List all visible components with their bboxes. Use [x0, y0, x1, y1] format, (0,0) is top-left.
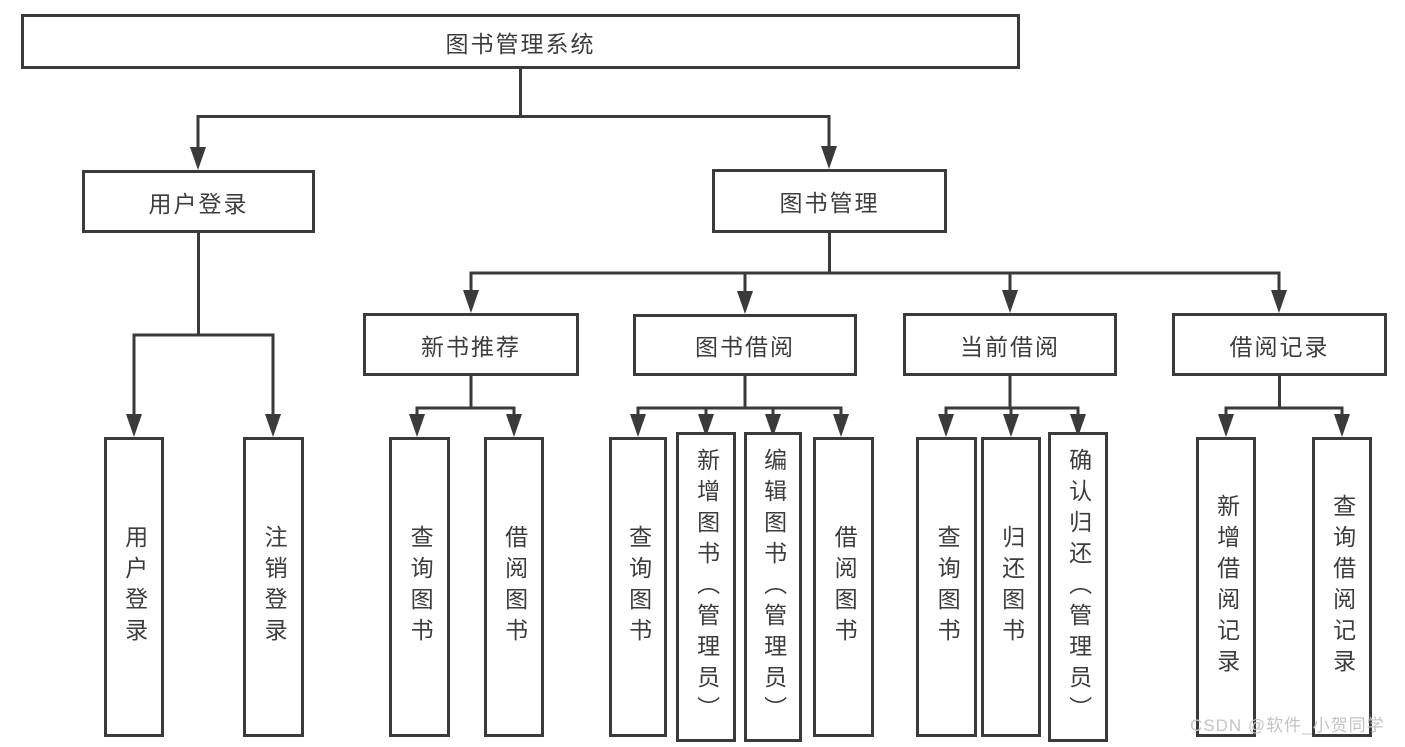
node-borrow-records: 借阅记录 [1172, 313, 1387, 376]
arrowhead [265, 414, 281, 437]
leaf-label: 归还图书 [998, 525, 1025, 649]
arrowhead [190, 147, 206, 170]
arrowhead [1218, 414, 1234, 437]
node-root: 图书管理系统 [21, 14, 1020, 69]
arrowhead [1002, 290, 1018, 313]
arrowhead [409, 414, 425, 437]
leaf-query-books-recommend: 查询图书 [389, 437, 450, 737]
leaf-label: 注销登录 [261, 525, 288, 649]
arrowhead [1070, 414, 1086, 437]
leaf-add-books-admin: 新增图书（管理员） [676, 432, 736, 742]
leaf-add-borrow-record: 新增借阅记录 [1196, 437, 1256, 737]
arrowhead [1271, 290, 1287, 313]
arrowhead [463, 290, 479, 313]
arrowhead [765, 414, 781, 437]
leaf-return-books: 归还图书 [981, 437, 1041, 737]
leaf-label: 查询图书 [625, 525, 652, 649]
arrowhead [1003, 414, 1019, 437]
leaf-label: 查询借阅记录 [1329, 494, 1356, 680]
node-current-borrow: 当前借阅 [903, 313, 1117, 376]
arrowhead [833, 414, 849, 437]
leaf-borrow-books: 借阅图书 [813, 437, 874, 737]
leaf-label: 新增借阅记录 [1213, 494, 1240, 680]
leaf-confirm-return-admin: 确认归还（管理员） [1048, 432, 1108, 742]
leaf-label: 新增图书（管理员） [693, 447, 720, 727]
leaf-user-login: 用户登录 [104, 437, 164, 737]
leaf-label: 确认归还（管理员） [1065, 447, 1092, 727]
arrowhead [698, 414, 714, 437]
leaf-label: 查询图书 [407, 525, 434, 649]
leaf-query-borrow-record: 查询借阅记录 [1312, 437, 1372, 737]
leaf-label: 借阅图书 [501, 525, 528, 649]
leaf-label: 编辑图书（管理员） [760, 447, 787, 727]
node-book-management: 图书管理 [712, 169, 947, 233]
node-new-book-recommend: 新书推荐 [363, 313, 579, 376]
arrowhead [1334, 414, 1350, 437]
leaf-label: 用户登录 [121, 525, 148, 649]
leaf-logout: 注销登录 [243, 437, 304, 737]
leaf-label: 借阅图书 [831, 525, 858, 649]
arrowhead [126, 414, 142, 437]
arrowhead [737, 291, 753, 314]
leaf-label: 查询图书 [934, 525, 961, 649]
leaf-edit-books-admin: 编辑图书（管理员） [744, 432, 802, 742]
arrowhead [630, 414, 646, 437]
arrowhead [938, 414, 954, 437]
csdn-watermark: CSDN @软件_小贺同学 [1190, 716, 1385, 735]
node-book-borrow: 图书借阅 [633, 314, 857, 376]
leaf-query-books-borrow: 查询图书 [609, 437, 667, 737]
arrowhead [506, 414, 522, 437]
arrowhead [821, 146, 837, 169]
leaf-query-books-current: 查询图书 [916, 437, 977, 737]
node-user-login: 用户登录 [82, 170, 315, 233]
leaf-borrow-books-recommend: 借阅图书 [484, 437, 544, 737]
